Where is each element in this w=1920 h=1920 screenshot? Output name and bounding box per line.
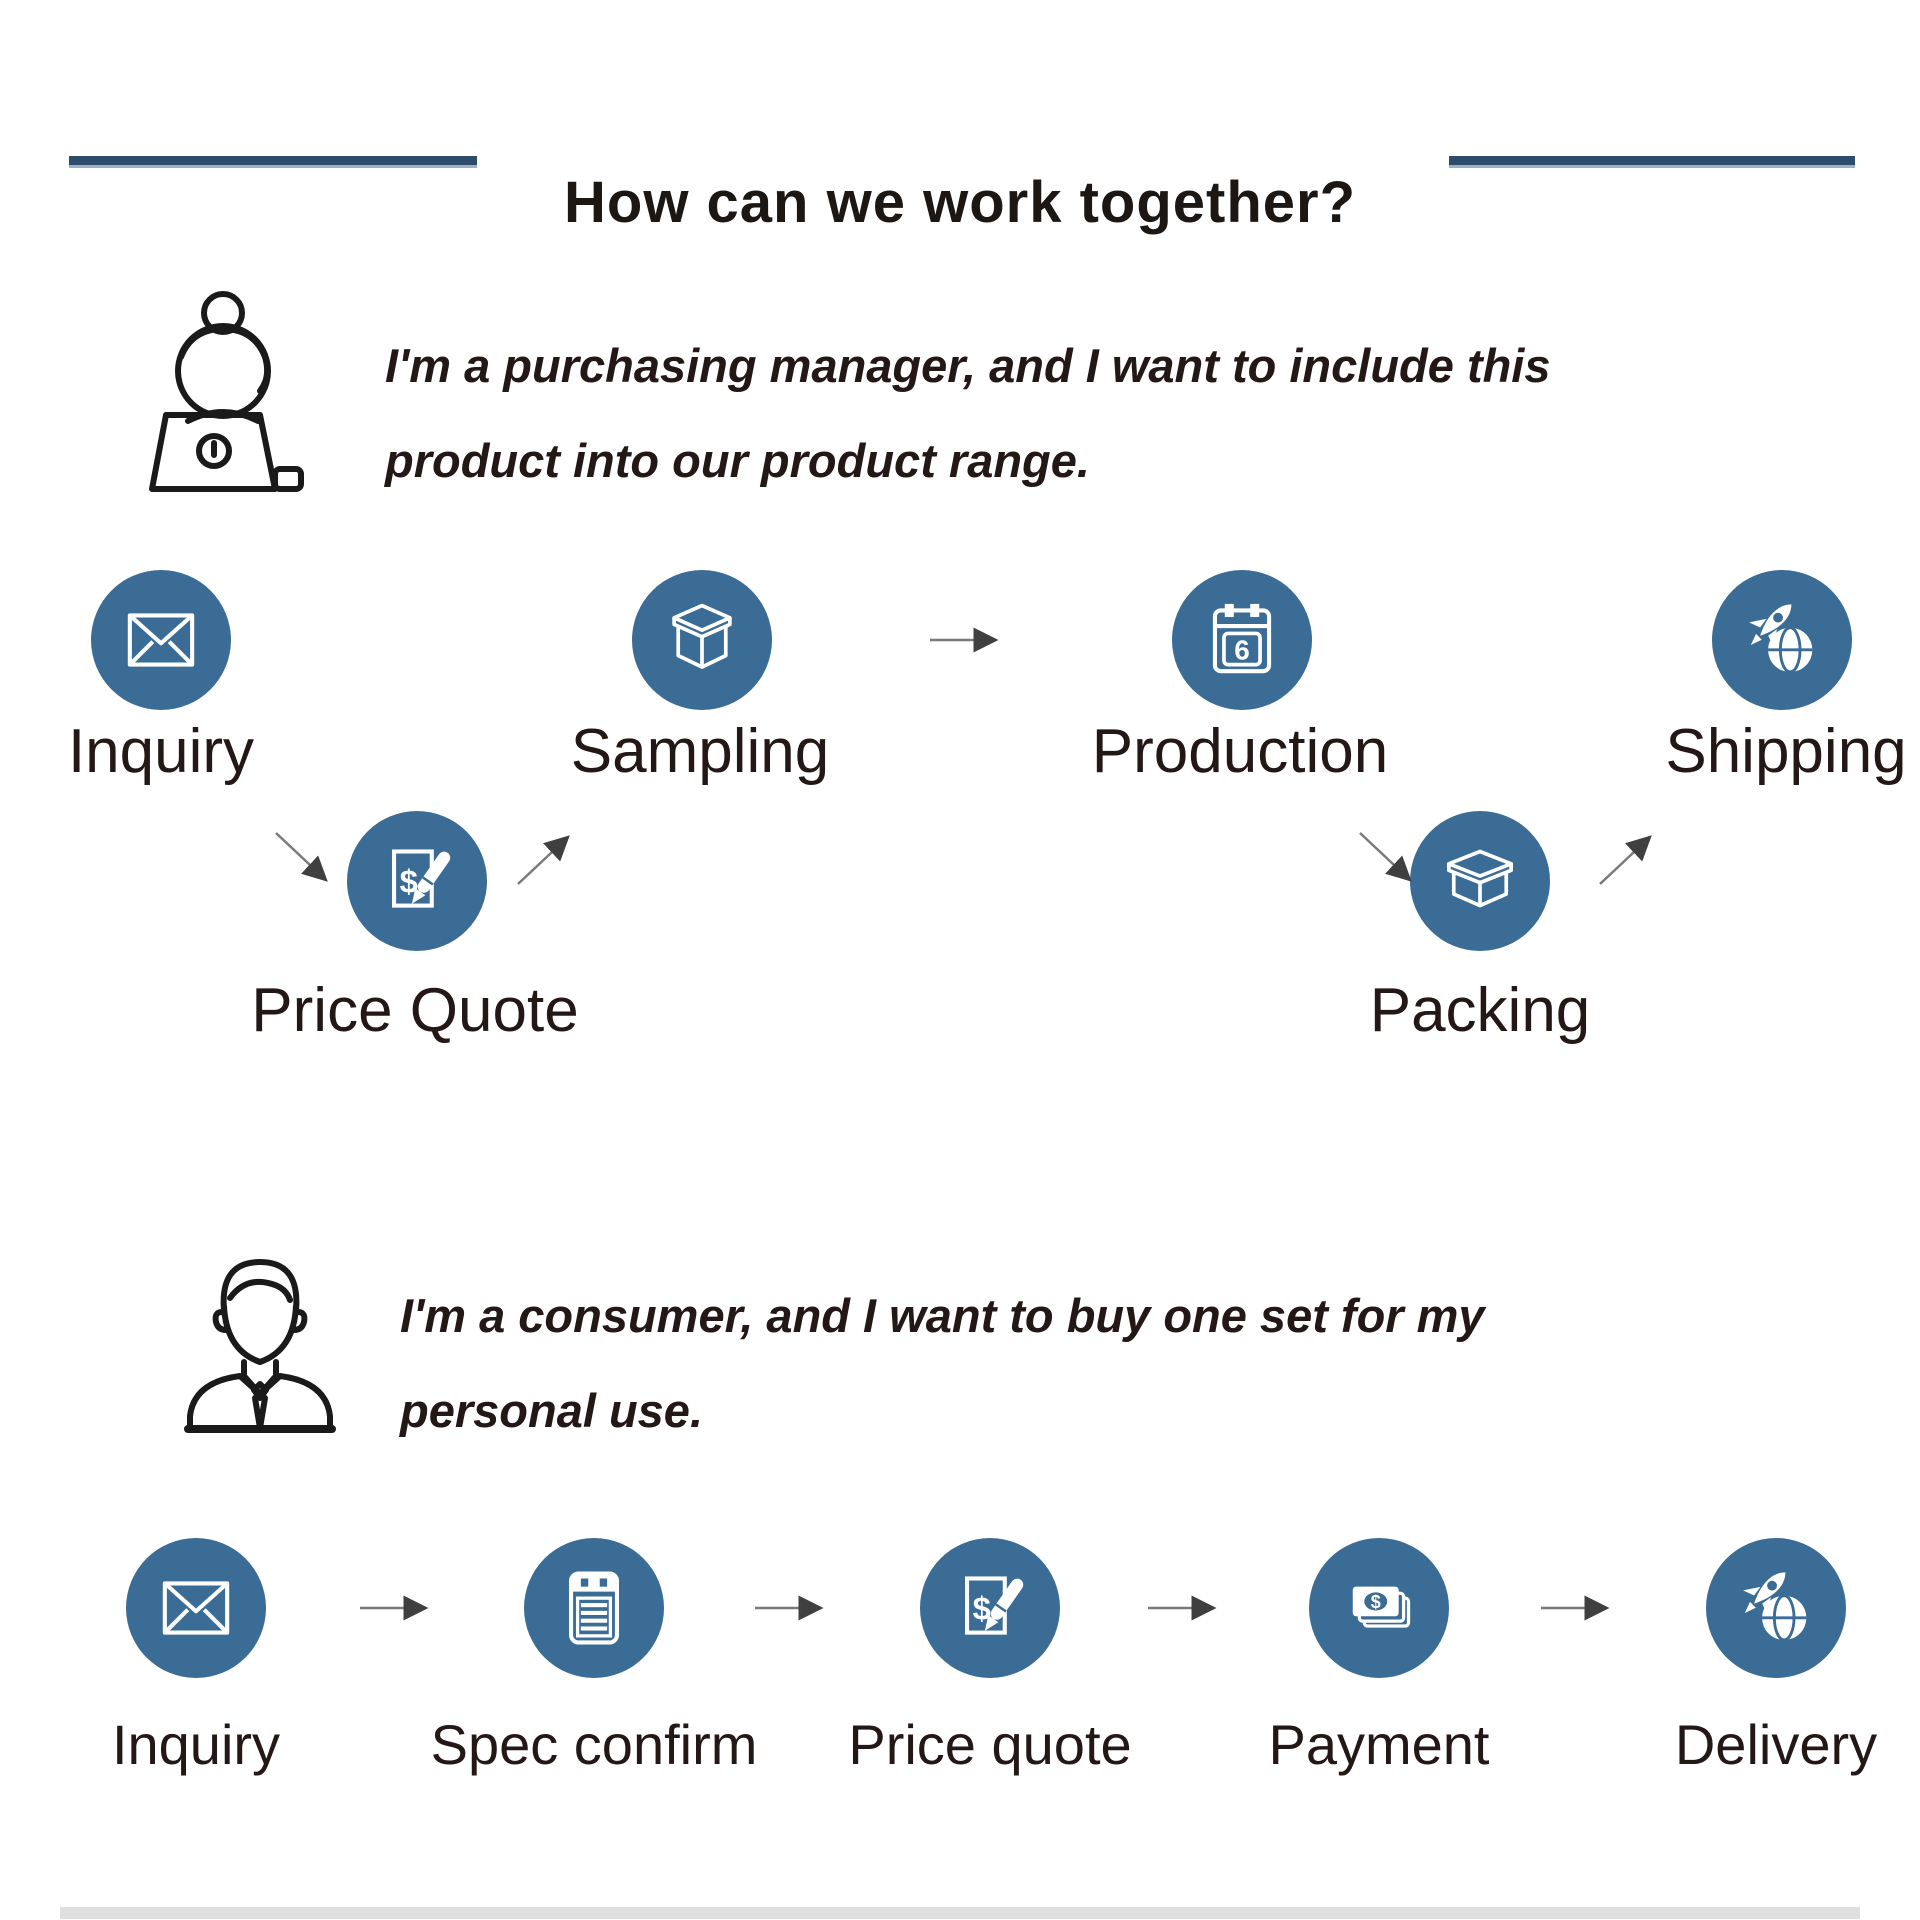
- quote-line: personal use.: [400, 1384, 703, 1437]
- envelope-icon: [127, 613, 195, 667]
- quote-line: I'm a consumer, and I want to buy one se…: [400, 1289, 1485, 1342]
- spec-sheet-icon: [568, 1571, 620, 1645]
- cropped-content-strip: [60, 1907, 1860, 1919]
- arrow-production-to-packing: [1359, 832, 1412, 882]
- arrow-price-quote-to-sampling: [517, 835, 570, 885]
- box-icon: [1446, 849, 1514, 908]
- currency-glyph: $: [973, 1589, 991, 1626]
- envelope-icon: [162, 1581, 230, 1635]
- banknotes-icon: $: [1352, 1586, 1411, 1628]
- currency-glyph: $: [1371, 1592, 1381, 1612]
- step-circle-inquiry: [91, 570, 231, 710]
- step-circle-sampling: [632, 570, 772, 710]
- step-label: Production: [1091, 717, 1389, 786]
- step-label: Shipping: [1665, 717, 1907, 786]
- step-circle-shipping: [1712, 570, 1852, 710]
- rocket-globe-icon: [1749, 604, 1813, 674]
- box-icon: [672, 603, 732, 669]
- step-label: Inquiry: [67, 717, 255, 786]
- step-circle-inquiry2: [126, 1538, 266, 1678]
- arrow-inquiry-to-price-quote: [275, 832, 328, 882]
- step-circle-price-quote2: $: [920, 1538, 1060, 1678]
- currency-glyph: $: [400, 862, 418, 899]
- price-quote-icon: $: [964, 1576, 1024, 1635]
- calendar-day-glyph: 6: [1234, 635, 1250, 666]
- step-label: Spec confirm: [430, 1713, 758, 1776]
- step-circle-delivery: [1706, 1538, 1846, 1678]
- title-rule-right: [1449, 156, 1855, 168]
- step-label: Payment: [1268, 1713, 1490, 1776]
- persona-quote-consumer: I'm a consumer, and I want to buy one se…: [400, 1268, 1485, 1458]
- quote-line: I'm a purchasing manager, and I want to …: [385, 339, 1551, 392]
- price-quote-icon: $: [391, 849, 451, 908]
- quote-line: product into our product range.: [385, 434, 1090, 487]
- step-label: Price quote: [848, 1713, 1132, 1776]
- step-label: Packing: [1369, 976, 1591, 1045]
- woman-at-laptop-icon: [149, 291, 304, 492]
- arrow-packing-to-shipping: [1599, 835, 1652, 885]
- step-label: Price Quote: [251, 976, 579, 1045]
- step-label: Delivery: [1674, 1713, 1878, 1776]
- step-circle-payment: $: [1309, 1538, 1449, 1678]
- businessman-icon: [184, 1259, 336, 1433]
- step-circle-production: 6: [1172, 570, 1312, 710]
- page-title: How can we work together?: [564, 169, 1356, 235]
- step-circle-price-quote: $: [347, 811, 487, 951]
- calendar-icon: 6: [1212, 603, 1272, 674]
- title-rule-left: [69, 156, 477, 168]
- persona-quote-manager: I'm a purchasing manager, and I want to …: [385, 318, 1551, 508]
- step-label: Inquiry: [111, 1713, 281, 1776]
- step-label: Sampling: [570, 717, 830, 786]
- step-circle-packing: [1410, 811, 1550, 951]
- step-circle-spec-confirm: [524, 1538, 664, 1678]
- rocket-globe-icon: [1743, 1572, 1807, 1642]
